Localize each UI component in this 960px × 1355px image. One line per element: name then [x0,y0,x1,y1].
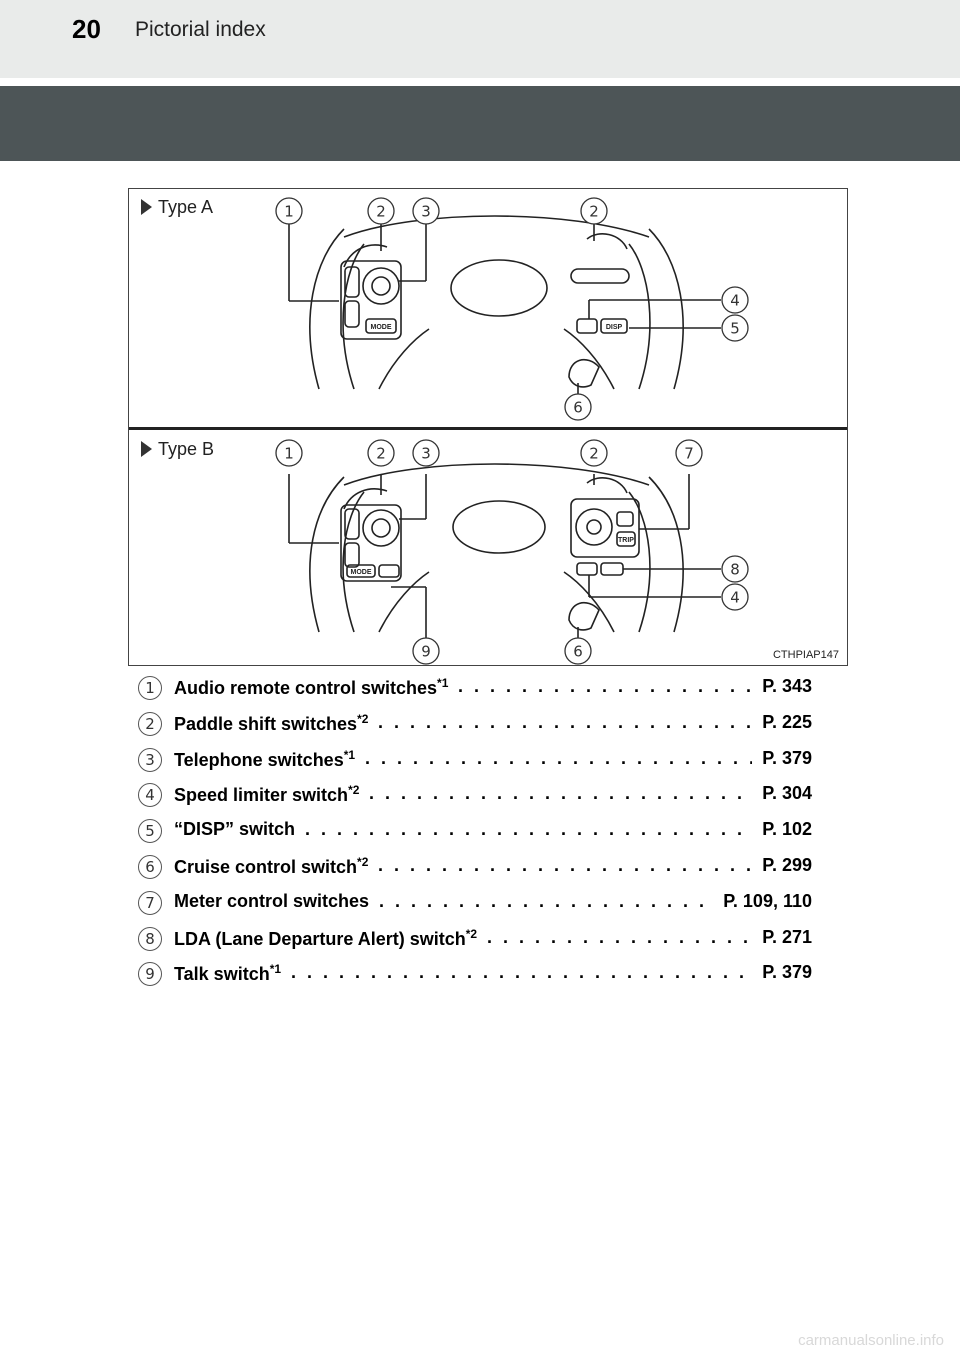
leader-dots: . . . . . . . . . . . . . . . . . . . . … [379,890,713,911]
figure-code: CTHPIAP147 [772,649,839,661]
item-number: 7 [138,890,162,915]
item-page-ref[interactable]: P. 299 [762,854,812,875]
item-label: Talk switch*1 [174,962,282,985]
index-item: 2 Paddle shift switches*2 . . . . . . . .… [138,708,828,744]
trip-button-label: TRIP [618,537,634,544]
callout-circle [412,439,440,467]
callout-circle [367,197,395,225]
index-item: 7 Meter control switches . . . . . . . . … [138,887,828,923]
wheel-type-a [288,215,721,394]
callout-number: 6 [573,399,583,417]
leader-dots: . . . . . . . . . . . . . . . . . . . . … [291,962,752,983]
index-item: 6 Cruise control switch*2 . . . . . . . .… [138,851,828,887]
index-item: 5 “DISP” switch . . . . . . . . . . . . .… [138,815,828,851]
callout-number: 2 [376,203,386,221]
item-number: 8 [138,926,162,951]
watermark: carmanualsonline.info [798,1332,944,1349]
item-page-ref[interactable]: P. 304 [762,783,812,804]
callout-number: 2 [589,445,599,463]
item-label: Paddle shift switches*2 [174,711,369,734]
callout-circle [675,439,703,467]
item-label: Cruise control switch*2 [174,854,369,877]
item-number: 9 [138,962,162,987]
callout-number: 5 [730,320,740,338]
callout-circle [564,393,592,421]
item-number: 6 [138,854,162,879]
index-item: 4 Speed limiter switch*2 . . . . . . . . … [138,779,828,815]
leader-dots: . . . . . . . . . . . . . . . . . . . . … [378,711,752,732]
item-label: Meter control switches [174,890,370,911]
callout-circle [564,637,592,665]
callout-circle [367,439,395,467]
figure-divider [129,427,847,430]
triangle-bullet-icon [141,199,152,215]
index-item: 9 Talk switch*1 . . . . . . . . . . . . .… [138,958,828,994]
item-label: Speed limiter switch*2 [174,783,360,806]
callout-number: 7 [684,445,694,463]
item-page-ref[interactable]: P. 109, 110 [723,890,812,911]
item-page-ref[interactable]: P. 271 [762,926,812,947]
callout-circle [275,197,303,225]
page-number: 20 [72,14,101,44]
leader-dots: . . . . . . . . . . . . . . . . . . . . … [487,926,752,947]
item-label: Audio remote control switches*1 [174,676,449,698]
callout-number: 4 [730,589,740,607]
mode-button-label-b: MODE [351,569,372,576]
callout-number: 2 [589,203,599,221]
item-page-ref[interactable]: P. 379 [762,962,812,983]
triangle-bullet-icon [141,441,152,457]
type-b-label: Type B [141,439,214,460]
item-label: Telephone switches*1 [174,747,356,770]
leader-dots: . . . . . . . . . . . . . . . . . . . . … [369,783,752,804]
callout-number: 1 [284,445,294,463]
index-item: 1 Audio remote control switches*1 . . . .… [138,672,828,708]
index-item: 3 Telephone switches*1 . . . . . . . . . … [138,744,828,780]
callout-circle [721,583,749,611]
mode-button-label: MODE [371,324,392,331]
callout-circle [580,439,608,467]
callout-number: 2 [376,445,386,463]
callout-circle [580,197,608,225]
item-label: “DISP” switch [174,819,296,840]
leader-dots: . . . . . . . . . . . . . . . . . . . . … [365,747,752,768]
header-band [0,86,960,161]
header-bar: 20 Pictorial index [0,0,960,78]
steering-wheel-illustration: MODE DISP MODE TRIP 1 2 3 2 4 5 6 1 2 3 2 7 8 4 9 6 [275,197,749,665]
callout-circle [721,314,749,342]
steering-wheel-figure: MODE DISP MODE TRIP 1 2 3 2 4 5 6 1 2 3 2 7 8 4 9 6 Typ… [128,188,848,666]
pictorial-index-list: 1 Audio remote control switches*1 . . . .… [138,672,828,994]
callout-number: 4 [730,292,740,310]
item-page-ref[interactable]: P. 102 [762,819,812,840]
disp-button-label: DISP [606,324,623,331]
callout-number: 3 [421,203,431,221]
callout-number: 6 [573,643,583,661]
callout-number: 9 [421,643,431,661]
callout-circle [412,637,440,665]
callout-number: 8 [730,561,740,579]
leader-dots: . . . . . . . . . . . . . . . . . . . . … [305,819,752,840]
item-number: 5 [138,819,162,844]
index-item: 8 LDA (Lane Departure Alert) switch*2 . .… [138,923,828,959]
type-a-label: Type A [141,197,213,218]
leader-dots: . . . . . . . . . . . . . . . . . . . . … [378,854,752,875]
callout-circle [721,286,749,314]
item-label: LDA (Lane Departure Alert) switch*2 [174,926,478,949]
callout-circle [412,197,440,225]
item-page-ref[interactable]: P. 379 [762,747,812,768]
wheel-type-b [288,463,721,642]
leader-dots: . . . . . . . . . . . . . . . . . . . . … [458,676,752,696]
item-page-ref[interactable]: P. 225 [762,711,812,732]
item-page-ref[interactable]: P. 343 [762,676,812,696]
callout-circle [721,555,749,583]
callout-number: 3 [421,445,431,463]
callout-number: 1 [284,203,294,221]
section-title: Pictorial index [135,18,266,41]
item-number: 4 [138,783,162,808]
item-number: 2 [138,711,162,736]
item-number: 3 [138,747,162,772]
callout-circle [275,439,303,467]
item-number: 1 [138,676,162,700]
